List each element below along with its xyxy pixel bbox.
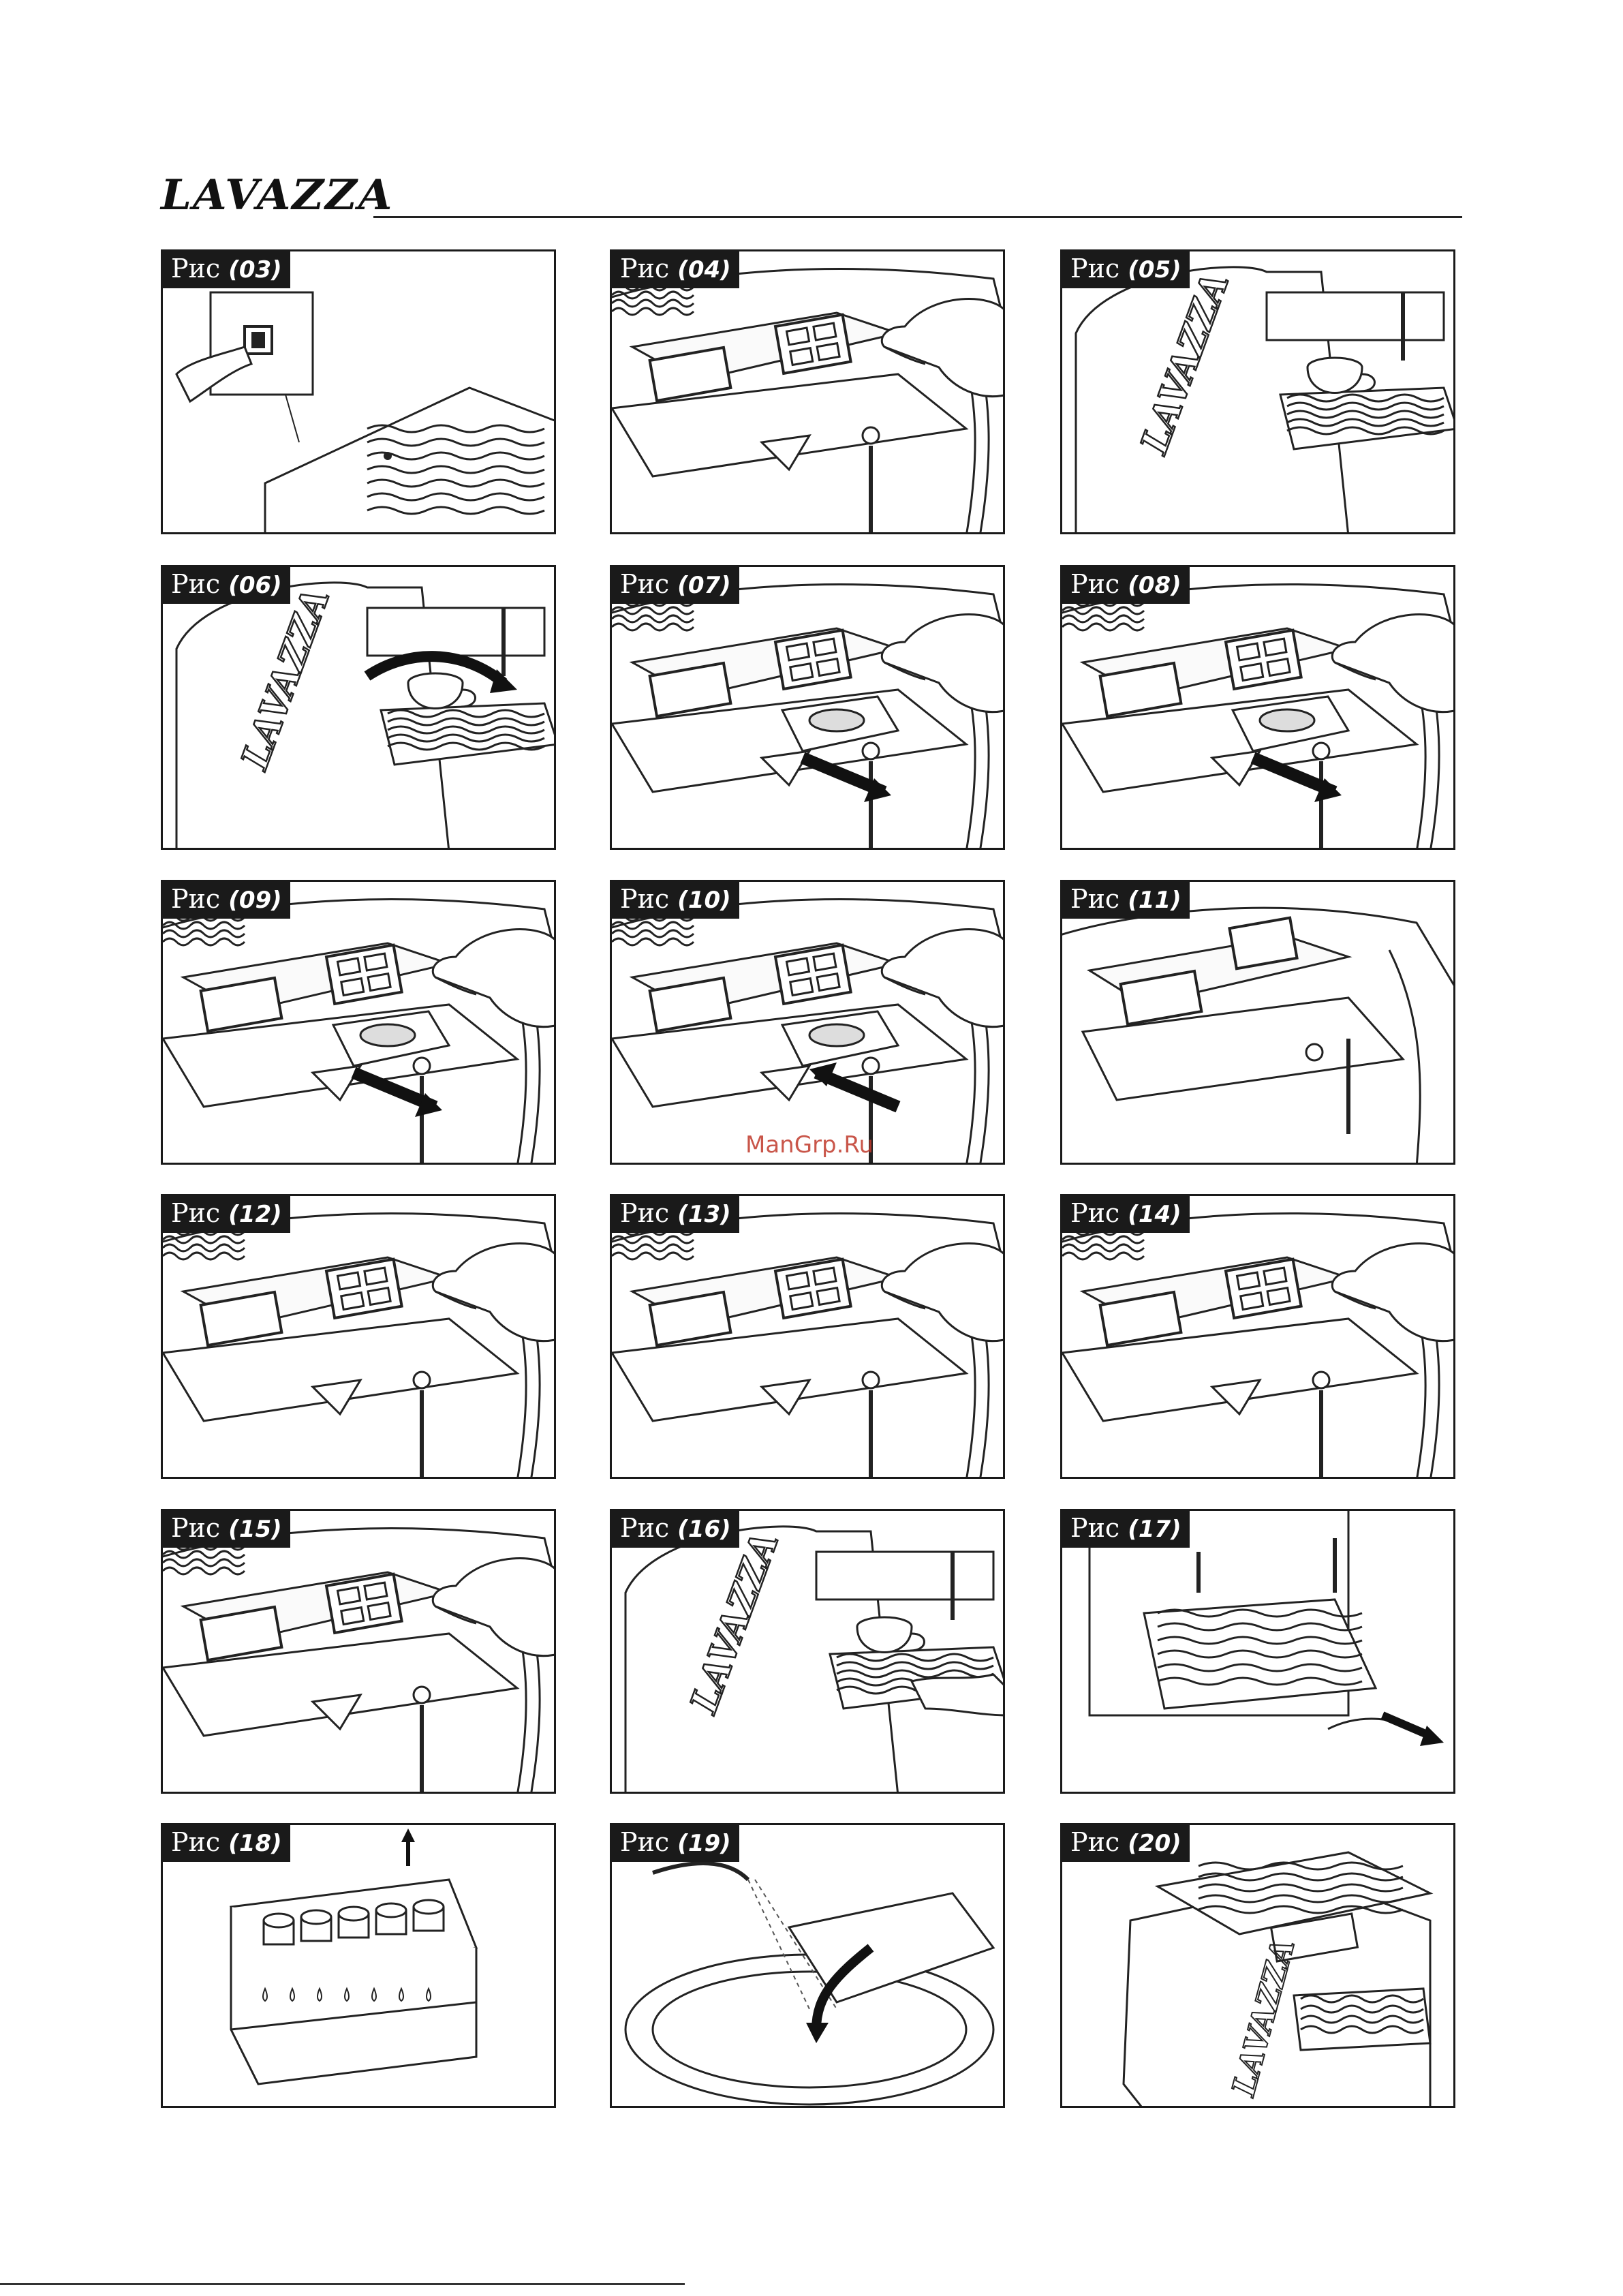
figure-panel: Рис (17) xyxy=(1060,1509,1455,1794)
figure-label-text: Рис xyxy=(1070,1827,1119,1857)
figure-number: (15) xyxy=(228,1516,281,1543)
figure-illustration xyxy=(1062,882,1455,1165)
figure-illustration: LAVAZZA xyxy=(1062,1825,1455,2108)
figure-label-text: Рис xyxy=(620,569,669,599)
figure-label: Рис (17) xyxy=(1062,1511,1190,1548)
figure-label-text: Рис xyxy=(1070,1198,1119,1228)
figure-label: Рис (20) xyxy=(1062,1825,1190,1862)
figure-panel: Рис (09) xyxy=(161,880,556,1165)
figure-label: Рис (05) xyxy=(1062,251,1190,288)
figure-label: Рис (14) xyxy=(1062,1196,1190,1233)
figure-label: Рис (15) xyxy=(163,1511,290,1548)
figure-panel: Рис (14) xyxy=(1060,1194,1455,1479)
figure-label-text: Рис xyxy=(171,1827,220,1857)
figure-illustration xyxy=(612,1196,1005,1479)
figure-label: Рис (12) xyxy=(163,1196,290,1233)
figure-label-text: Рис xyxy=(1070,254,1119,284)
figure-illustration xyxy=(163,251,556,534)
figure-number: (17) xyxy=(1128,1516,1181,1543)
figure-number: (12) xyxy=(228,1201,281,1228)
figure-label-text: Рис xyxy=(171,1513,220,1543)
figure-label: Рис (08) xyxy=(1062,567,1190,604)
figure-label: Рис (19) xyxy=(612,1825,739,1862)
figure-panel: LAVAZZA Рис (16) xyxy=(610,1509,1005,1794)
figure-label-text: Рис xyxy=(620,254,669,284)
figure-illustration xyxy=(163,1196,556,1479)
figure-number: (19) xyxy=(677,1830,730,1857)
figure-panel: Рис (13) xyxy=(610,1194,1005,1479)
figure-label-text: Рис xyxy=(620,1513,669,1543)
figure-number: (08) xyxy=(1128,572,1181,599)
figure-label: Рис (18) xyxy=(163,1825,290,1862)
figure-label-text: Рис xyxy=(171,254,220,284)
watermark: ManGrp.Ru xyxy=(745,1131,874,1159)
figure-number: (11) xyxy=(1128,887,1181,914)
figure-label-text: Рис xyxy=(620,1198,669,1228)
figure-number: (10) xyxy=(677,887,730,914)
figure-label: Рис (13) xyxy=(612,1196,739,1233)
figure-number: (16) xyxy=(677,1516,730,1543)
figure-illustration xyxy=(612,251,1005,534)
figure-panel: Рис (11) xyxy=(1060,880,1455,1165)
figure-illustration xyxy=(163,882,556,1165)
figure-panel: Рис (15) xyxy=(161,1509,556,1794)
figure-panel: Рис (04) xyxy=(610,249,1005,534)
figure-label: Рис (16) xyxy=(612,1511,739,1548)
figure-label: Рис (10) xyxy=(612,882,739,919)
figure-number: (05) xyxy=(1128,256,1181,284)
figure-label-text: Рис xyxy=(620,1827,669,1857)
figure-panel: Рис (08) xyxy=(1060,565,1455,850)
figure-label-text: Рис xyxy=(171,1198,220,1228)
figure-panel: LAVAZZA Рис (20) xyxy=(1060,1823,1455,2108)
figure-label: Рис (06) xyxy=(163,567,290,604)
figure-illustration xyxy=(1062,1196,1455,1479)
figure-label: Рис (11) xyxy=(1062,882,1190,919)
figure-panel: Рис (03) xyxy=(161,249,556,534)
figure-illustration xyxy=(612,567,1005,850)
figure-number: (13) xyxy=(677,1201,730,1228)
figure-illustration: LAVAZZA xyxy=(163,567,556,850)
figure-number: (03) xyxy=(228,256,281,284)
figure-panel: Рис (07) xyxy=(610,565,1005,850)
figure-panel: Рис (18) xyxy=(161,1823,556,2108)
figure-illustration: LAVAZZA xyxy=(612,1511,1005,1794)
figure-panel: Рис (12) xyxy=(161,1194,556,1479)
figure-label: Рис (07) xyxy=(612,567,739,604)
figure-number: (09) xyxy=(228,887,281,914)
figure-illustration xyxy=(163,1511,556,1794)
figure-label-text: Рис xyxy=(1070,884,1119,914)
figure-number: (06) xyxy=(228,572,281,599)
figure-illustration xyxy=(1062,1511,1455,1794)
figure-label: Рис (03) xyxy=(163,251,290,288)
figure-illustration xyxy=(163,1825,556,2108)
figure-illustration: LAVAZZA xyxy=(1062,251,1455,534)
figure-number: (14) xyxy=(1128,1201,1181,1228)
figure-number: (20) xyxy=(1128,1830,1181,1857)
figure-panel: Рис (10) xyxy=(610,880,1005,1165)
figure-label-text: Рис xyxy=(620,884,669,914)
figure-number: (07) xyxy=(677,572,730,599)
figure-panel: Рис (19) xyxy=(610,1823,1005,2108)
figure-illustration xyxy=(612,1825,1005,2108)
figure-label-text: Рис xyxy=(171,884,220,914)
figure-label-text: Рис xyxy=(171,569,220,599)
figure-label-text: Рис xyxy=(1070,569,1119,599)
figure-illustration xyxy=(1062,567,1455,850)
figure-label: Рис (09) xyxy=(163,882,290,919)
figure-number: (04) xyxy=(677,256,730,284)
figure-number: (18) xyxy=(228,1830,281,1857)
figure-panel: LAVAZZA Рис (06) xyxy=(161,565,556,850)
figure-label: Рис (04) xyxy=(612,251,739,288)
footer-rule xyxy=(0,2283,685,2285)
figure-illustration xyxy=(612,882,1005,1165)
figure-label-text: Рис xyxy=(1070,1513,1119,1543)
figure-panel: LAVAZZA Рис (05) xyxy=(1060,249,1455,534)
